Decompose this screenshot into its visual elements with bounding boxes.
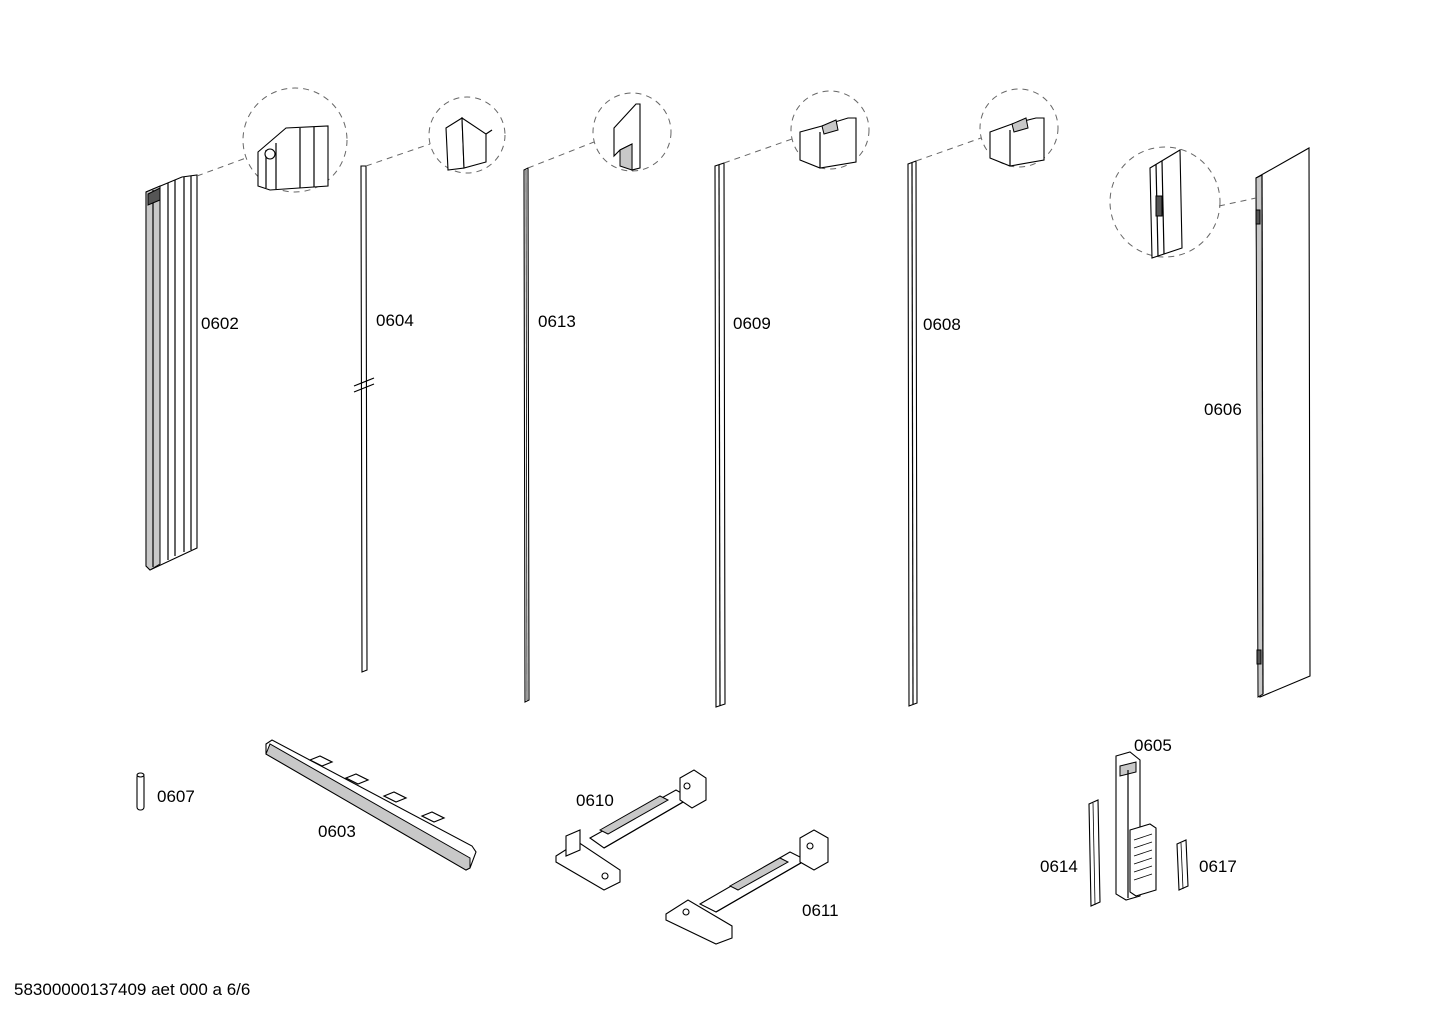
label-0609: 0609 [733,314,771,333]
label-0602: 0602 [201,314,239,333]
detail-callout-0602 [196,87,348,193]
label-0610: 0610 [576,791,614,810]
label-0613: 0613 [538,312,576,331]
part-0605-hinge[interactable] [1115,751,1157,901]
part-0608-profile[interactable] [907,160,918,707]
part-0617-block[interactable] [1176,839,1189,891]
detail-callout-0609 [723,90,870,170]
part-0613-profile[interactable] [523,167,530,703]
part-0604-strip[interactable] [353,165,375,673]
part-0606-panel[interactable] [1255,147,1311,698]
label-0605: 0605 [1134,736,1172,755]
part-0607-pin[interactable] [136,772,145,811]
document-code: 58300000137409 aet 000 a 6/6 [14,980,251,999]
detail-callout-0613 [527,92,672,172]
part-0611-slide-rail[interactable] [665,829,829,945]
label-0607: 0607 [157,787,195,806]
label-0614: 0614 [1040,857,1078,876]
label-0606: 0606 [1204,400,1242,419]
part-0610-slide-rail[interactable] [555,769,707,891]
part-0614-strip[interactable] [1088,799,1101,907]
label-0611: 0611 [802,901,839,920]
detail-callout-0604 [365,96,506,174]
label-0617: 0617 [1199,857,1237,876]
label-0608: 0608 [923,315,961,334]
part-0603-bracket[interactable] [265,739,477,871]
label-0603: 0603 [318,822,356,841]
detail-callout-0606 [1109,146,1257,259]
detail-callout-0608 [915,88,1059,168]
label-0604: 0604 [376,311,414,330]
part-0602-rail[interactable] [145,174,198,571]
part-0609-profile[interactable] [714,162,726,708]
